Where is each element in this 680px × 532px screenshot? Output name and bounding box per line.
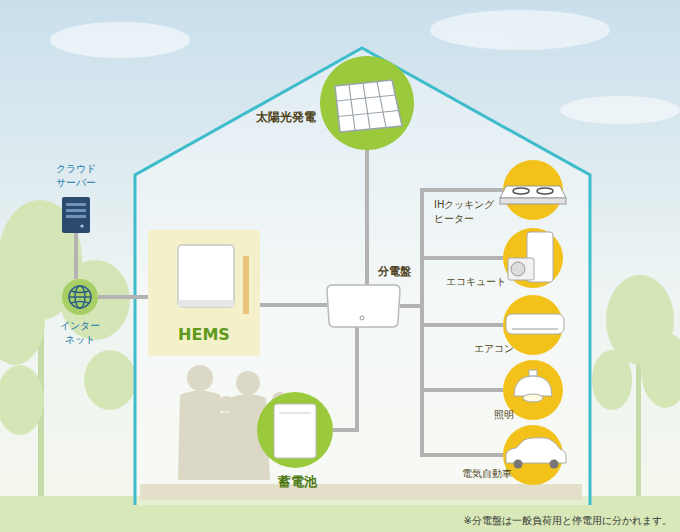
- wire-connector: [333, 327, 357, 430]
- node-label: エコキュート: [446, 275, 506, 290]
- appliance-circle: エコキュート: [503, 228, 563, 288]
- solar-circle: 太陽光発電: [320, 56, 414, 150]
- node-label: 分電盤: [378, 264, 411, 280]
- wire-connector: [400, 190, 503, 306]
- node-label: IHクッキング ヒーター: [434, 198, 494, 227]
- wire-connector: [76, 233, 77, 279]
- appliance-circle: IHクッキング ヒーター: [503, 160, 563, 220]
- node-label: クラウド サーバー: [56, 162, 96, 191]
- wire-connector: [400, 306, 503, 455]
- node-label: エアコン: [474, 342, 514, 357]
- wire-connector: [400, 306, 503, 325]
- node-label: 蓄電池: [278, 473, 317, 492]
- hems-panel: HEMS: [148, 230, 260, 356]
- node-label: 太陽光発電: [256, 109, 316, 126]
- server-icon: クラウド サーバー: [62, 197, 90, 233]
- node-label: 電気自動車: [462, 467, 512, 482]
- internet-circle: インター ネット: [62, 279, 98, 315]
- appliance-circle: エアコン: [503, 295, 563, 355]
- node-label: インター ネット: [60, 319, 100, 348]
- appliance-circle: 照明: [503, 360, 563, 420]
- battery-circle: 蓄電池: [257, 392, 333, 468]
- wire-connector: [98, 297, 148, 298]
- footnote: ※分電盤は一般負荷用と停電用に分かれます。: [464, 514, 672, 528]
- wire-connector: [260, 305, 327, 306]
- node-label: HEMS: [178, 323, 230, 346]
- node-label: 照明: [494, 408, 514, 423]
- wire-connector: [367, 150, 368, 285]
- distribution-board: 分電盤: [327, 285, 400, 327]
- appliance-circle: 電気自動車: [503, 425, 563, 485]
